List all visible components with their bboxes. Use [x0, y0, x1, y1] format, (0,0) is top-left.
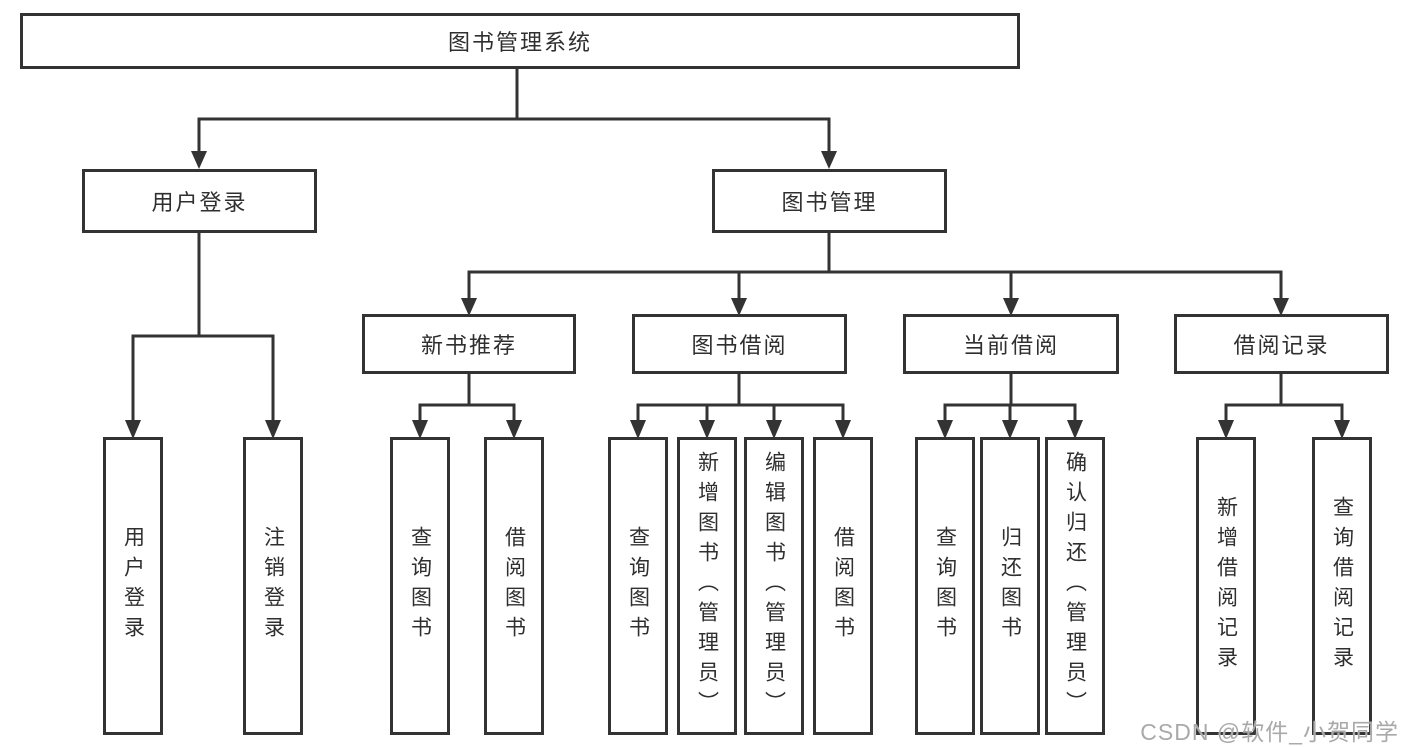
leaf-query-borrow-record: 查询借阅记录 — [1312, 437, 1372, 735]
arrow-down-icon — [699, 420, 715, 439]
node-label: 查询图书 — [933, 526, 957, 646]
arrow-down-icon — [766, 420, 782, 439]
arrow-down-icon — [937, 420, 953, 439]
leaf-return-book: 归还图书 — [980, 437, 1040, 735]
connector-borrow-records — [1224, 374, 1344, 422]
node-label: 图书借阅 — [691, 333, 788, 358]
connector-new-book-recommend — [418, 374, 516, 422]
arrow-down-icon — [731, 298, 747, 316]
arrow-down-icon — [265, 420, 281, 439]
arrow-down-icon — [630, 420, 646, 439]
arrow-down-icon — [821, 151, 837, 169]
watermark-text: CSDN @软件_小贺同学 — [1140, 719, 1399, 745]
arrow-down-icon — [1067, 420, 1083, 439]
node-borrow-records: 借阅记录 — [1174, 314, 1389, 374]
node-label: 查询图书 — [626, 526, 650, 646]
arrow-down-icon — [1003, 298, 1019, 316]
leaf-query-books-borrow: 查询图书 — [608, 437, 668, 735]
leaf-user-login: 用户登录 — [103, 437, 163, 735]
connector-book-borrow — [636, 374, 845, 422]
arrow-down-icon — [1218, 420, 1234, 439]
node-label: 图书管理系统 — [447, 30, 592, 55]
leaf-query-books-current: 查询图书 — [915, 437, 975, 735]
node-current-borrow: 当前借阅 — [903, 314, 1119, 374]
leaf-query-books-recommend: 查询图书 — [390, 437, 450, 735]
node-label: 图书管理 — [781, 190, 878, 215]
arrowheads — [125, 151, 1350, 439]
arrow-down-icon — [191, 151, 207, 169]
node-label: 新增图书（管理员） — [695, 451, 719, 721]
node-library-system: 图书管理系统 — [20, 13, 1020, 69]
node-book-borrow: 图书借阅 — [632, 314, 847, 374]
node-label: 借阅图书 — [502, 526, 526, 646]
leaf-confirm-return-admin: 确认归还（管理员） — [1045, 437, 1105, 735]
node-label: 归还图书 — [998, 526, 1022, 646]
node-label: 注销登录 — [261, 526, 285, 646]
node-new-book-recommend: 新书推荐 — [362, 314, 576, 374]
node-user-login: 用户登录 — [82, 169, 317, 233]
leaf-logout: 注销登录 — [243, 437, 303, 735]
node-label: 编辑图书（管理员） — [762, 451, 786, 721]
arrow-down-icon — [412, 420, 428, 439]
node-label: 确认归还（管理员） — [1063, 451, 1087, 721]
node-label: 当前借阅 — [962, 333, 1059, 358]
node-label: 借阅记录 — [1233, 333, 1330, 358]
arrow-down-icon — [835, 420, 851, 439]
connector-book-management — [467, 233, 1283, 300]
leaf-edit-book-admin: 编辑图书（管理员） — [744, 437, 804, 735]
node-label: 用户登录 — [151, 190, 248, 215]
leaf-borrow-books-recommend: 借阅图书 — [484, 437, 544, 735]
connector-current-borrow — [943, 374, 1077, 422]
arrow-down-icon — [1002, 420, 1018, 439]
leaf-add-book-admin: 新增图书（管理员） — [677, 437, 737, 735]
arrow-down-icon — [1273, 298, 1289, 316]
node-book-management: 图书管理 — [712, 169, 947, 233]
connector-lines — [131, 69, 1344, 422]
node-label: 用户登录 — [121, 526, 145, 646]
connector-user-login — [131, 233, 275, 422]
node-label: 新书推荐 — [420, 333, 517, 358]
arrow-down-icon — [125, 420, 141, 439]
arrow-down-icon — [506, 420, 522, 439]
leaf-add-borrow-record: 新增借阅记录 — [1196, 437, 1256, 735]
node-label: 新增借阅记录 — [1214, 496, 1238, 676]
leaf-borrow-books: 借阅图书 — [813, 437, 873, 735]
node-label: 查询图书 — [408, 526, 432, 646]
arrow-down-icon — [461, 298, 477, 316]
node-label: 查询借阅记录 — [1330, 496, 1354, 676]
connector-root — [197, 69, 831, 153]
arrow-down-icon — [1334, 420, 1350, 439]
node-label: 借阅图书 — [831, 526, 855, 646]
